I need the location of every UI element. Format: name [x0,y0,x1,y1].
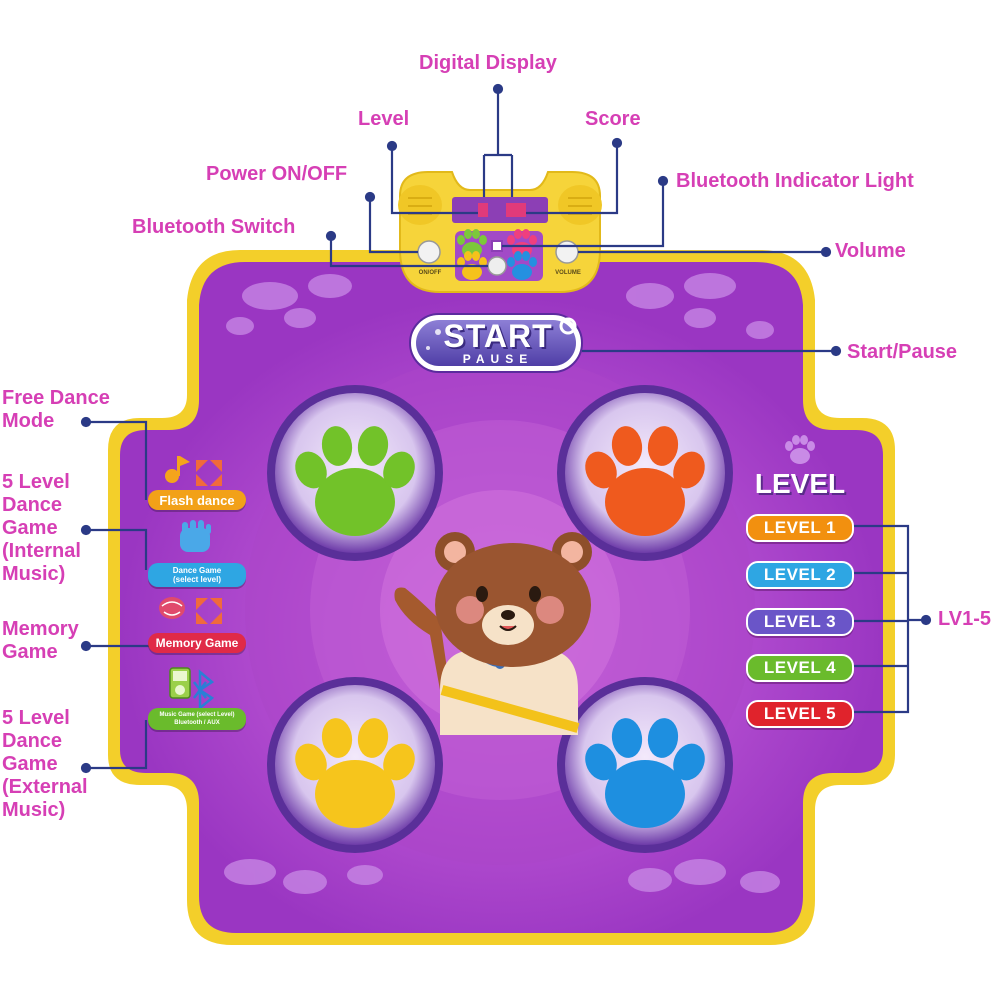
power-button [417,240,441,264]
level-1-button[interactable]: LEVEL 1 [746,514,854,542]
music-game-label: Music Game (select Level) [159,712,235,718]
callout-start-pause: Start/Pause [847,341,958,363]
music-note-icon [165,456,190,483]
flash-dance-label: Flash dance [159,492,235,508]
music-player-icon [169,667,191,699]
callout-level: Level [358,108,410,130]
volume-button [555,240,579,264]
dance-game-sublabel: (select level) [172,575,222,584]
arrows-icon [196,460,222,486]
callout-bluetooth-indicator: Bluetooth Indicator Light [676,170,914,192]
mode-icons [159,456,222,711]
callout-memory-game: Memory Game [2,618,79,663]
music-game-button[interactable]: Music Game (select Level) Bluetooth / AU… [148,708,246,730]
score-digits [506,203,526,217]
callout-power: Power ON/OFF [206,163,348,185]
level-4-button[interactable]: LEVEL 4 [746,654,854,682]
panel-volume-label: VOLUME [555,270,581,276]
callout-free-dance: Free Dance Mode [2,387,110,432]
callout-level-dance-external: 5 Level Dance Game (External Music) [2,707,88,821]
flash-dance-button[interactable]: Flash dance [148,490,246,510]
pause-label: PAUSE [462,352,534,366]
dance-hand-icon [180,520,211,552]
brain-icon [159,597,185,619]
music-game-sublabel: Bluetooth / AUX [174,720,220,726]
level-5-button[interactable]: LEVEL 5 [746,700,854,728]
panel-power-label: ON/OFF [418,270,442,276]
dance-game-button[interactable]: Dance Game (select level) [148,563,246,587]
callout-level-dance-internal: 5 Level Dance Game (Internal Music) [2,471,81,585]
dance-pads [267,385,733,853]
level-heading: LEVEL [754,468,846,499]
leader-lines [80,83,932,774]
callout-lv-range: LV1-5 [938,608,991,630]
callout-digital-display: Digital Display [419,52,557,74]
bluetooth-icon [193,669,215,711]
memory-game-label: Memory Game [155,636,239,650]
start-label: START [443,318,553,354]
memory-game-button[interactable]: Memory Game [148,633,246,653]
callout-volume: Volume [835,240,906,262]
control-panel [398,171,602,293]
arrows-icon [196,598,222,624]
callout-bluetooth-switch: Bluetooth Switch [132,216,296,238]
digital-display [452,197,548,223]
level-digit [478,203,488,217]
dance-game-label: Dance Game [172,566,222,575]
callout-score: Score [585,108,641,130]
level-3-button[interactable]: LEVEL 3 [746,608,854,636]
bear-mascot [394,532,592,735]
bluetooth-indicator-light [491,240,503,252]
level-2-button[interactable]: LEVEL 2 [746,561,854,589]
bluetooth-switch-button [487,256,507,276]
